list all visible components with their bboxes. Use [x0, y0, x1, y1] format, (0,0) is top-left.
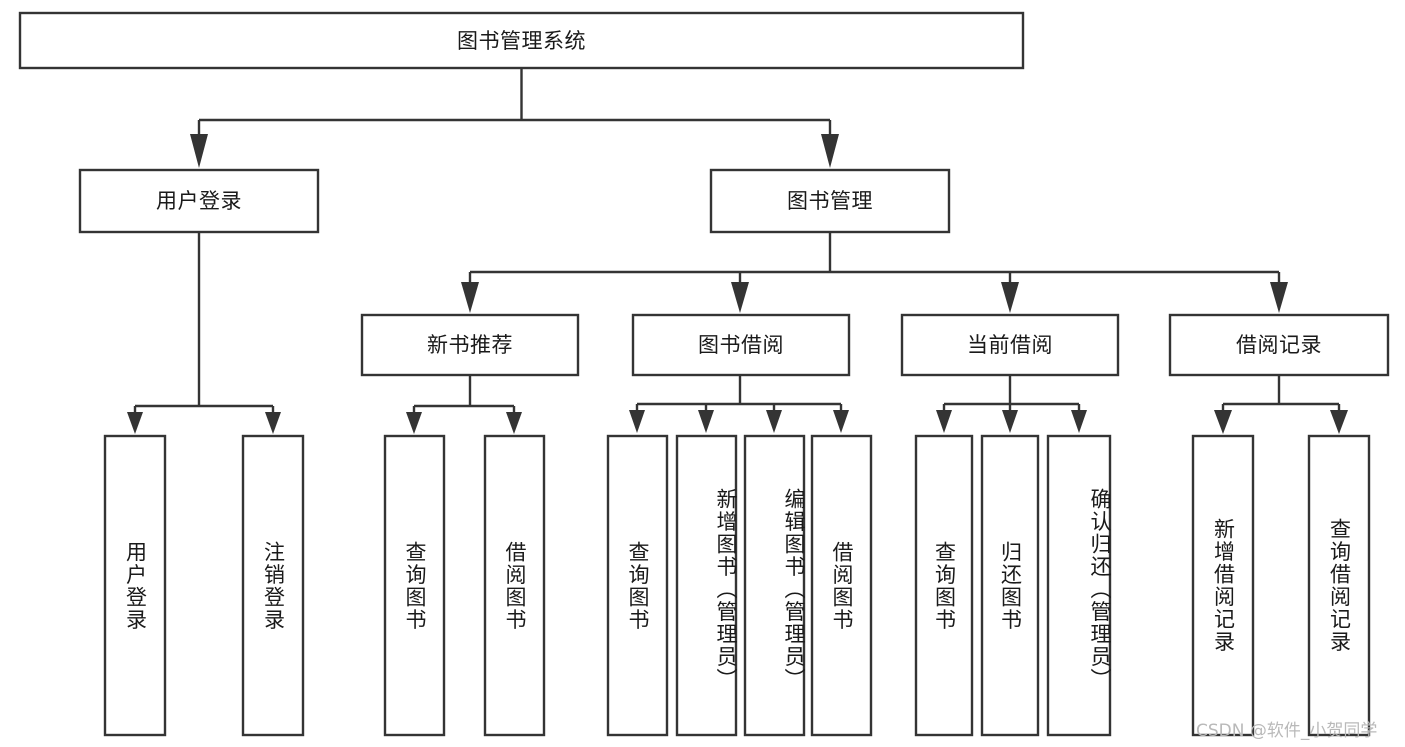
leaf-box-current-borrow-3[interactable] — [1046, 434, 1112, 737]
edge-group-new-book-to-leaves — [406, 375, 522, 434]
node-new-book-recommend[interactable]: 新书推荐 — [360, 313, 580, 377]
leaf-boxes-book-borrow — [606, 434, 873, 737]
leaf-box-user-login-2[interactable] — [241, 434, 305, 737]
csdn-watermark: CSDN @软件_小贺同学 — [1196, 721, 1378, 741]
arrow-head-cb-leaf-1 — [936, 410, 952, 433]
arrow-head-bb-leaf-3 — [766, 410, 782, 433]
leaf-boxes-borrow-record — [1191, 434, 1371, 737]
edge-group-user-login-to-leaves — [127, 232, 281, 434]
arrow-head-new-book — [461, 282, 479, 313]
leaf-box-book-borrow-3[interactable] — [743, 434, 806, 737]
leaf-box-new-book-1[interactable] — [383, 434, 446, 737]
arrow-head-bb-leaf-2 — [698, 410, 714, 433]
arrow-head-current-borrow — [1001, 282, 1019, 313]
node-borrow-record-box — [1168, 313, 1390, 377]
node-book-management-label: 图书管理 — [787, 189, 873, 213]
node-new-book-recommend-box — [360, 313, 580, 377]
leaf-box-book-borrow-1[interactable] — [606, 434, 669, 737]
leaf-boxes-user-login — [103, 434, 305, 737]
leaf-box-new-book-2[interactable] — [483, 434, 546, 737]
leaf-box-borrow-record-2[interactable] — [1307, 434, 1371, 737]
node-root-book-management-system[interactable]: 图书管理系统 — [18, 11, 1025, 70]
arrow-head-leaf-logout — [265, 412, 281, 434]
arrow-head-bb-leaf-1 — [629, 410, 645, 433]
arrow-head-br-leaf-1 — [1214, 410, 1232, 434]
arrow-head-cb-leaf-3 — [1071, 410, 1087, 433]
leaf-box-borrow-record-1[interactable] — [1191, 434, 1255, 737]
node-new-book-recommend-label: 新书推荐 — [427, 333, 513, 357]
leaf-boxes-new-book-recommend — [383, 434, 546, 737]
leaf-boxes-current-borrow — [914, 434, 1112, 737]
node-root-label: 图书管理系统 — [457, 29, 586, 53]
edge-group-book-mgmt-to-level3 — [461, 232, 1288, 313]
node-borrow-record-label: 借阅记录 — [1236, 333, 1322, 357]
node-user-login-box — [78, 168, 320, 234]
node-book-management[interactable]: 图书管理 — [709, 168, 951, 234]
edge-group-current-borrow-to-leaves — [936, 375, 1087, 433]
arrow-head-nb-leaf-1 — [406, 412, 422, 434]
leaf-box-current-borrow-2[interactable] — [980, 434, 1040, 737]
arrow-head-book-mgmt — [821, 134, 839, 168]
node-book-management-box — [709, 168, 951, 234]
node-book-borrow-label: 图书借阅 — [698, 333, 784, 357]
node-book-borrow-box — [631, 313, 851, 377]
node-current-borrow-label: 当前借阅 — [967, 333, 1053, 357]
node-book-borrow[interactable]: 图书借阅 — [631, 313, 851, 377]
edge-group-borrow-record-to-leaves — [1214, 375, 1348, 434]
leaf-box-current-borrow-1[interactable] — [914, 434, 974, 737]
arrow-head-borrow-record — [1270, 282, 1288, 313]
node-current-borrow-box — [900, 313, 1120, 377]
leaf-box-user-login-1[interactable] — [103, 434, 167, 737]
arrow-head-nb-leaf-2 — [506, 412, 522, 434]
node-user-login-label: 用户登录 — [156, 189, 242, 213]
arrow-head-user-login — [190, 134, 208, 168]
node-current-borrow[interactable]: 当前借阅 — [900, 313, 1120, 377]
node-root-box — [18, 11, 1025, 70]
arrow-head-leaf-user-login — [127, 412, 143, 434]
arrow-head-book-borrow — [731, 282, 749, 313]
leaf-box-book-borrow-2[interactable] — [675, 434, 738, 737]
edge-group-root-to-level2 — [190, 68, 839, 168]
arrow-head-br-leaf-2 — [1330, 410, 1348, 434]
node-user-login[interactable]: 用户登录 — [78, 168, 320, 234]
node-borrow-record[interactable]: 借阅记录 — [1168, 313, 1390, 377]
edge-group-book-borrow-to-leaves — [629, 375, 849, 433]
arrow-head-cb-leaf-2 — [1002, 410, 1018, 433]
leaf-box-book-borrow-4[interactable] — [810, 434, 873, 737]
arrow-head-bb-leaf-4 — [833, 410, 849, 433]
